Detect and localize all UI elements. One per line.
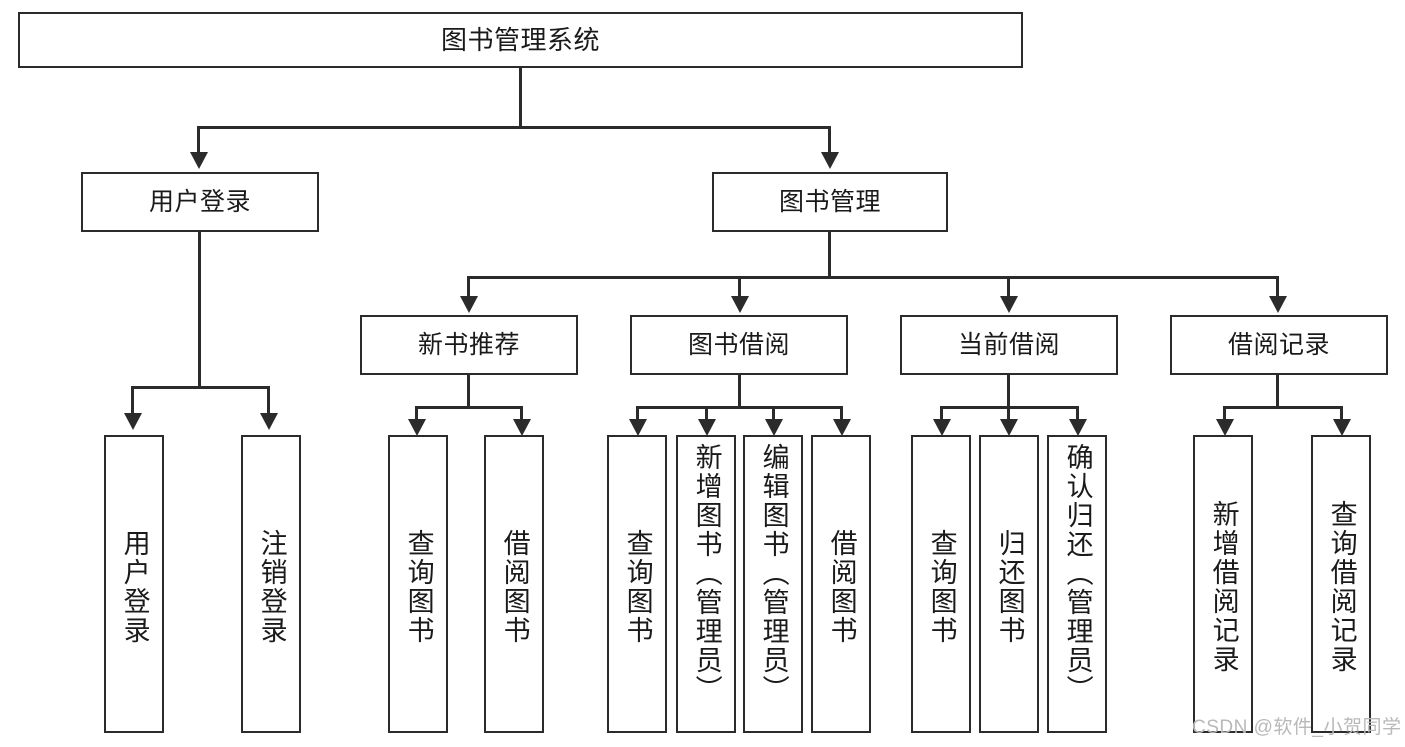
arrowhead-icon [629,419,647,436]
node-label: 确认归还（管理员） [1062,443,1093,704]
connector-br-branch-1 [1223,406,1226,422]
arrowhead-icon [124,413,142,430]
connector-cb-stem [1007,375,1010,406]
connector-book-management-stem [828,232,831,276]
connector-user-login-branch-2 [267,386,270,415]
node-label: 注销登录 [256,529,287,645]
connector-nbr-bar [415,406,520,409]
arrowhead-icon [765,419,783,436]
arrowhead-icon [1000,419,1018,436]
node-current-borrow[interactable]: 当前借阅 [900,315,1118,375]
connector-bb-branch-3 [772,406,775,422]
node-label: 归还图书 [994,529,1025,645]
node-book-borrow[interactable]: 图书借阅 [630,315,848,375]
node-borrow-record[interactable]: 借阅记录 [1170,315,1388,375]
connector-bb-branch-4 [840,406,843,422]
arrowhead-icon [260,413,278,430]
node-label: 借阅图书 [499,529,530,645]
arrowhead-icon [698,419,716,436]
node-label: 图书管理 [778,187,881,216]
node-root-book-management-system[interactable]: 图书管理系统 [18,12,1023,68]
leaf-query-book-2[interactable]: 查询图书 [607,435,667,733]
leaf-confirm-return[interactable]: 确认归还（管理员） [1047,435,1107,733]
arrowhead-icon [1216,419,1234,436]
connector-root-to-user-login [197,126,200,154]
connector-user-login-branch-1 [131,386,134,415]
connector-user-login-stem [198,232,201,386]
node-label: 用户登录 [119,529,150,645]
arrowhead-icon [731,296,749,313]
connector-user-login-bar [131,386,267,389]
connector-br-bar [1223,406,1343,409]
connector-bb-bar [636,406,843,409]
connector-bm-branch-2 [738,276,741,298]
node-label: 查询图书 [926,529,957,645]
node-label: 借阅记录 [1227,330,1330,359]
leaf-add-book[interactable]: 新增图书（管理员） [676,435,736,733]
arrowhead-icon [460,296,478,313]
node-label: 借阅图书 [826,529,857,645]
node-label: 图书借阅 [687,330,790,359]
node-label: 编辑图书（管理员） [758,443,789,704]
connector-bb-branch-1 [636,406,639,422]
leaf-query-book-1[interactable]: 查询图书 [388,435,448,733]
connector-root-to-book-management [828,126,831,154]
arrowhead-icon [1069,419,1087,436]
node-label: 新书推荐 [417,330,520,359]
node-user-login[interactable]: 用户登录 [81,172,319,232]
node-label: 图书管理系统 [440,25,600,55]
connector-nbr-stem [467,375,470,406]
arrowhead-icon [408,419,426,436]
leaf-query-record[interactable]: 查询借阅记录 [1311,435,1371,733]
arrowhead-icon [1333,419,1351,436]
connector-bm-branch-1 [467,276,470,298]
arrowhead-icon [821,152,839,169]
connector-br-branch-2 [1340,406,1343,422]
node-label: 用户登录 [148,187,251,216]
arrowhead-icon [933,419,951,436]
arrowhead-icon [513,419,531,436]
node-book-management[interactable]: 图书管理 [712,172,948,232]
node-new-book-recommend[interactable]: 新书推荐 [360,315,578,375]
connector-br-stem [1276,375,1279,406]
leaf-return-book[interactable]: 归还图书 [979,435,1039,733]
leaf-user-login[interactable]: 用户登录 [104,435,164,733]
node-label: 查询借阅记录 [1326,500,1357,674]
node-label: 查询图书 [622,529,653,645]
arrowhead-icon [190,152,208,169]
leaf-edit-book[interactable]: 编辑图书（管理员） [743,435,803,733]
connector-bm-branch-4 [1276,276,1279,298]
node-label: 当前借阅 [957,330,1060,359]
arrowhead-icon [1000,296,1018,313]
leaf-query-book-3[interactable]: 查询图书 [911,435,971,733]
connector-cb-branch-3 [1076,406,1079,422]
arrowhead-icon [1269,296,1287,313]
arrowhead-icon [833,419,851,436]
connector-nbr-branch-1 [415,406,418,422]
connector-bb-branch-2 [705,406,708,422]
node-label: 新增借阅记录 [1208,500,1239,674]
connector-bb-stem [738,375,741,406]
leaf-borrow-book-2[interactable]: 借阅图书 [811,435,871,733]
connector-cb-branch-2 [1007,406,1010,422]
node-label: 查询图书 [403,529,434,645]
connector-nbr-branch-2 [520,406,523,422]
leaf-add-record[interactable]: 新增借阅记录 [1193,435,1253,733]
connector-root-bar [197,126,831,129]
csdn-watermark: CSDN @软件_小贺同学 [1192,717,1402,738]
connector-cb-branch-1 [940,406,943,422]
connector-bm-branch-3 [1007,276,1010,298]
connector-book-management-bar [467,276,1278,279]
leaf-logout-login[interactable]: 注销登录 [241,435,301,733]
node-label: 新增图书（管理员） [691,443,722,704]
leaf-borrow-book-1[interactable]: 借阅图书 [484,435,544,733]
connector-root-stem [519,68,522,126]
